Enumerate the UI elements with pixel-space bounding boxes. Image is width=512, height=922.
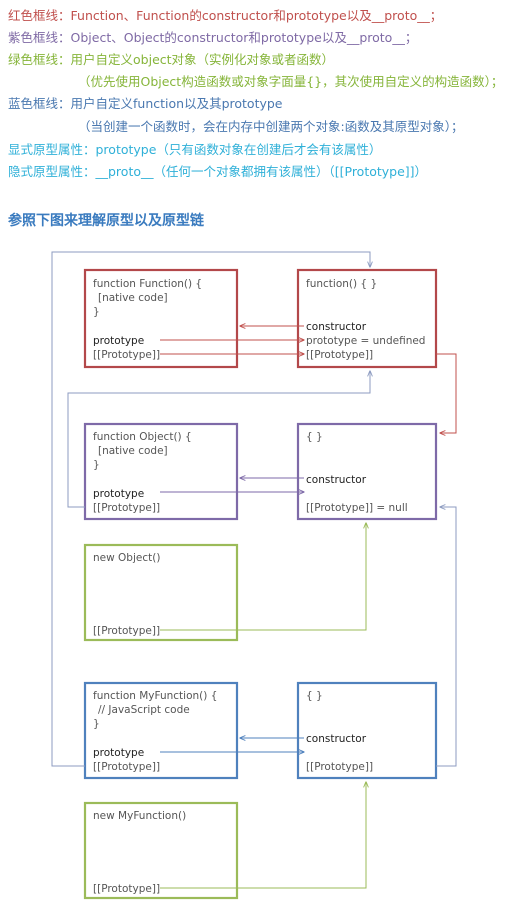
legend-blue: 蓝色框线：用户自定义function以及其prototype	[8, 94, 283, 114]
new-myfunction-box	[83, 801, 239, 900]
legend-green: 绿色框线：用户自定义object对象（实例化对象或者函数）	[8, 50, 334, 70]
myfunction-proto-label: [[Prototype]]	[93, 761, 160, 773]
myfunction-prototype-box	[296, 681, 438, 780]
function-prototype-box	[296, 268, 438, 369]
fnproto-proto: [[Prototype]]	[306, 349, 373, 361]
function-box	[83, 268, 239, 369]
arrow-newmyfunction-proto	[160, 782, 366, 889]
fnproto-constructor: constructor	[306, 321, 367, 333]
new-object-box	[83, 543, 239, 642]
legend-explicit: 显式原型属性：prototype（只有函数对象在创建后才会有该属性）	[8, 142, 382, 157]
myfunction-body: // JavaScript code	[98, 704, 190, 716]
arrow-object-proto-to-fnproto	[67, 371, 370, 508]
legend-green-note: （优先使用Object构造函数或对象字面量{}，其次使用自定义的构造函数）；	[78, 74, 504, 89]
arrow-myfnproto-proto-to-objproto	[436, 507, 457, 767]
myfnproto-title: { }	[306, 690, 323, 702]
legend-red: 红色框线：Function、Function的constructor和proto…	[8, 6, 442, 26]
arrow-fnproto-proto-to-objproto	[436, 353, 457, 433]
objproto-proto-null: [[Prototype]] = null	[306, 502, 408, 514]
legend-blue-text: 用户自定义function以及其prototype	[70, 96, 283, 111]
legend-implicit: 隐式原型属性：__proto__（任何一个对象都拥有该属性）（[[Prototy…	[8, 164, 428, 179]
object-prototype-box	[296, 422, 438, 521]
fnproto-prototype-undefined: prototype = undefined	[306, 335, 425, 347]
legend-blue-note: （当创建一个函数时，会在内存中创建两个对象:函数及其原型对象）；	[78, 119, 464, 134]
myfunction-box	[83, 681, 239, 780]
objproto-constructor: constructor	[306, 474, 367, 486]
legend-purple-label: 紫色框线：	[8, 30, 71, 45]
legend-red-text: Function、Function的constructor和prototype以…	[70, 8, 443, 23]
legend-green-text: 用户自定义object对象（实例化对象或者函数）	[70, 52, 335, 67]
new-myfunction-header: new MyFunction()	[93, 810, 186, 822]
function-body: [native code]	[98, 292, 168, 304]
myfnproto-proto: [[Prototype]]	[306, 761, 373, 773]
legend-green-label: 绿色框线：	[8, 52, 71, 67]
myfnproto-constructor: constructor	[306, 733, 367, 745]
function-proto-label: [[Prototype]]	[93, 349, 160, 361]
new-object-header: new Object()	[93, 552, 160, 564]
object-header: function Object() {	[93, 431, 192, 443]
fnproto-title: function() { }	[306, 278, 377, 290]
object-prototype-label: prototype	[93, 488, 144, 500]
function-prototype-label: prototype	[93, 335, 144, 347]
legend-purple: 紫色框线：Object、Object的constructor和prototype…	[8, 28, 417, 48]
object-box	[83, 422, 239, 521]
function-close: }	[93, 306, 100, 318]
myfunction-close: }	[93, 718, 100, 730]
new-object-proto: [[Prototype]]	[93, 625, 160, 637]
myfunction-prototype-label: prototype	[93, 747, 144, 759]
object-proto-label: [[Prototype]]	[93, 502, 160, 514]
myfunction-header: function MyFunction() {	[93, 690, 217, 702]
new-myfunction-proto: [[Prototype]]	[93, 883, 160, 895]
diagram-heading: 参照下图来理解原型以及原型链	[8, 213, 204, 229]
arrow-newobject-proto	[160, 523, 366, 631]
legend-red-label: 红色框线：	[8, 8, 71, 23]
legend-purple-text: Object、Object的constructor和prototype以及__p…	[70, 30, 418, 45]
object-body: [native code]	[98, 445, 168, 457]
arrow-myfunction-proto-to-fnproto	[51, 251, 370, 767]
function-header: function Function() {	[93, 278, 202, 290]
legend-blue-label: 蓝色框线：	[8, 96, 71, 111]
object-close: }	[93, 459, 100, 471]
objproto-title: { }	[306, 431, 323, 443]
